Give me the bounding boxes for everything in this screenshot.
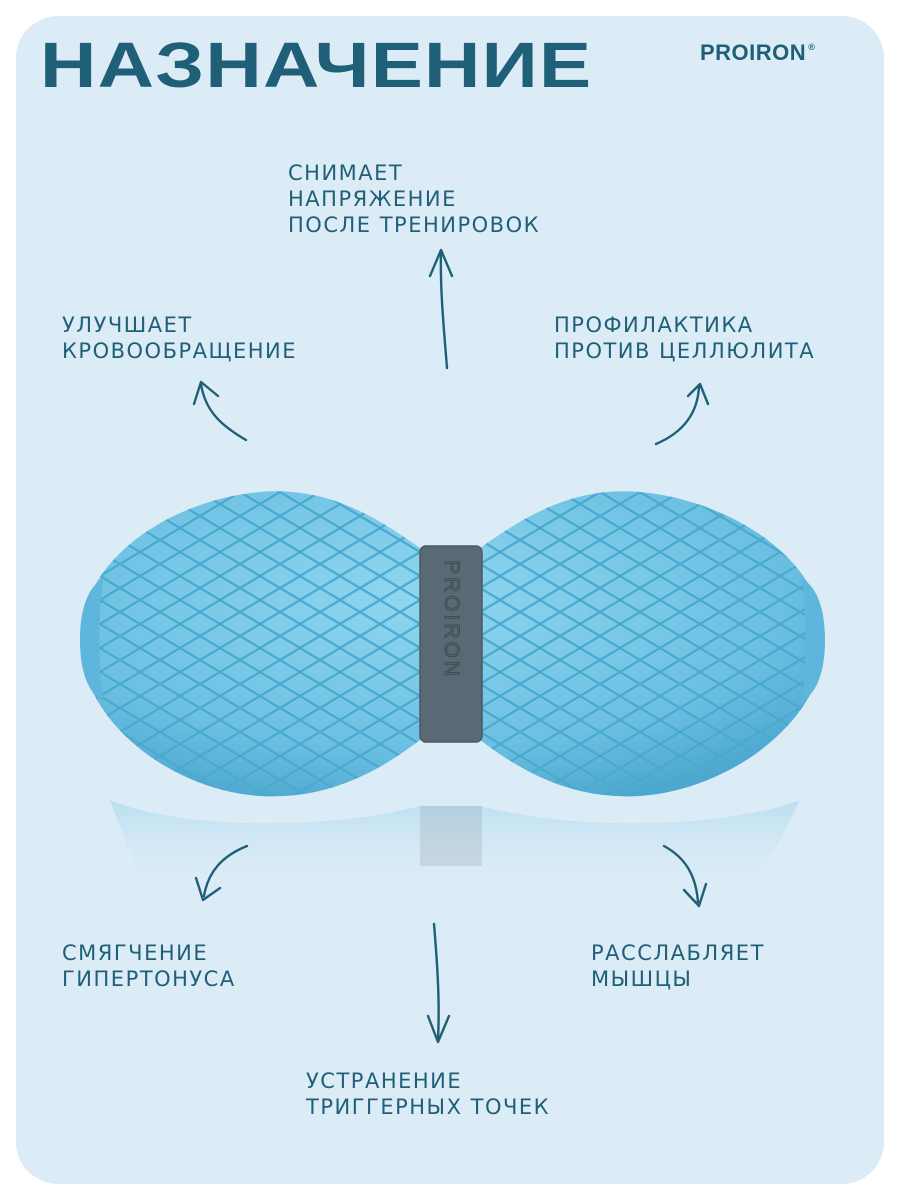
benefit-line: СНИМАЕТ <box>288 161 404 185</box>
page-title: НАЗНАЧЕНИЕ <box>40 29 593 101</box>
benefit-line: ТРИГГЕРНЫХ ТОЧЕК <box>306 1095 551 1119</box>
registered-mark: ® <box>808 42 816 52</box>
benefit-line: УСТРАНЕНИЕ <box>306 1069 463 1093</box>
benefit-line: РАССЛАБЛЯЕТ <box>591 941 765 965</box>
benefit-line: НАПРЯЖЕНИЕ <box>288 187 457 211</box>
benefit-line: КРОВООБРАЩЕНИЕ <box>62 339 298 363</box>
band-logo-text: PROIRON <box>440 560 463 679</box>
benefit-cellulite: ПРОФИЛАКТИКА ПРОТИВ ЦЕЛЛЮЛИТА <box>554 312 815 364</box>
benefit-trigger-points: УСТРАНЕНИЕ ТРИГГЕРНЫХ ТОЧЕК <box>306 1068 550 1120</box>
arrow-down-right-icon <box>662 844 708 908</box>
arrow-down-icon <box>426 922 451 1044</box>
arrow-down-left-icon <box>194 844 249 902</box>
benefit-circulation: УЛУЧШАЕТ КРОВООБРАЩЕНИЕ <box>62 312 297 364</box>
arrow-up-right-icon <box>654 382 710 446</box>
brand-logo: PROIRON ® <box>700 40 815 66</box>
center-band: PROIRON <box>419 545 483 743</box>
benefit-line: МЫШЦЫ <box>591 967 693 991</box>
benefit-line: ПОСЛЕ ТРЕНИРОВОК <box>288 213 541 237</box>
benefit-muscle-relax: РАССЛАБЛЯЕТ МЫШЦЫ <box>591 940 765 992</box>
brand-logo-text: PROIRON <box>700 40 807 65</box>
benefit-hypertonus: СМЯГЧЕНИЕ ГИПЕРТОНУСА <box>62 940 236 992</box>
benefit-line: УЛУЧШАЕТ <box>62 313 193 337</box>
arrow-up-icon <box>428 248 454 370</box>
benefit-tension-relief: СНИМАЕТ НАПРЯЖЕНИЕ ПОСЛЕ ТРЕНИРОВОК <box>288 160 540 238</box>
benefit-line: ГИПЕРТОНУСА <box>62 967 236 991</box>
benefit-line: СМЯГЧЕНИЕ <box>62 941 209 965</box>
benefit-line: ПРОФИЛАКТИКА <box>554 313 754 337</box>
product-reflection <box>110 800 800 895</box>
benefit-line: ПРОТИВ ЦЕЛЛЮЛИТА <box>554 339 816 363</box>
arrow-up-left-icon <box>192 380 248 442</box>
